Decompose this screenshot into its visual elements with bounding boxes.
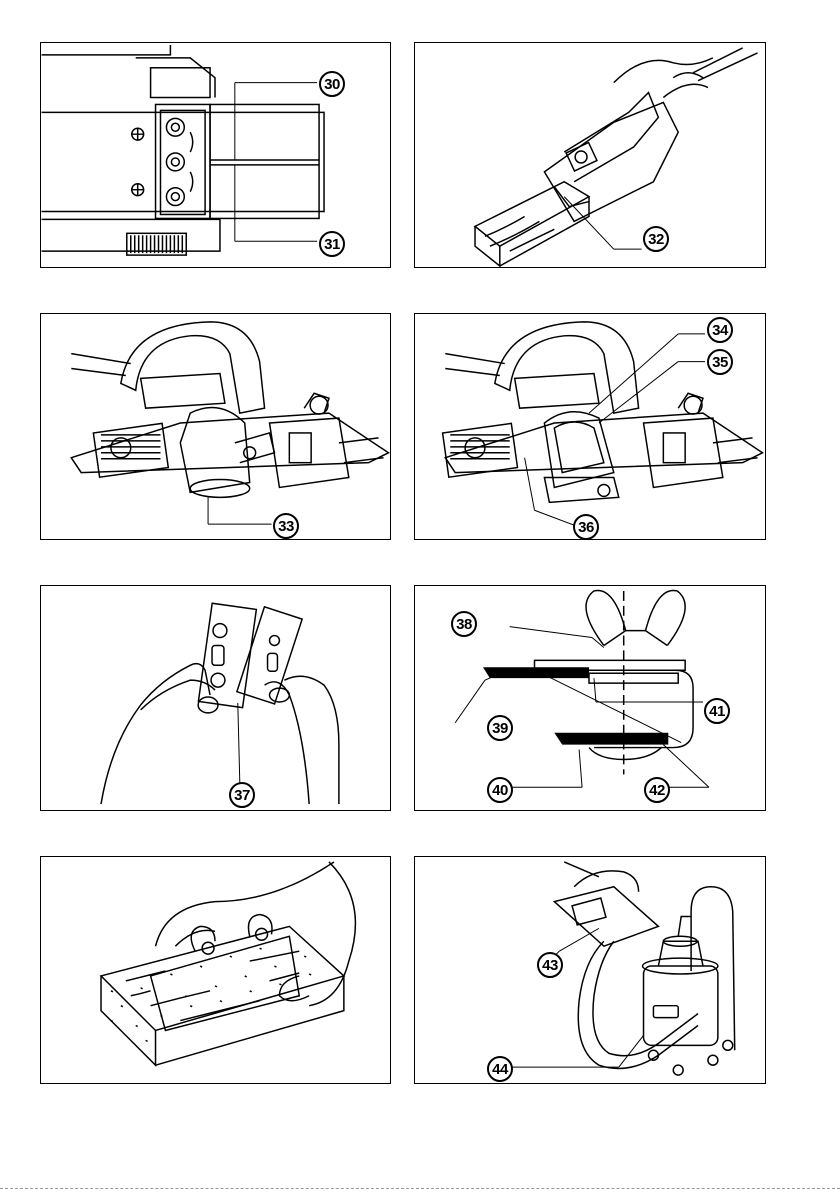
- figure-panel-37: 37: [40, 585, 391, 811]
- figure-panel-30-31: 30 31: [40, 42, 391, 268]
- callout-41: 41: [704, 698, 730, 724]
- planer-connected-to-vacuum-illustration: [415, 857, 765, 1083]
- callout-33: 33: [273, 513, 299, 539]
- callout-39: 39: [487, 715, 513, 741]
- callout-32: 32: [643, 226, 669, 252]
- callout-35: 35: [707, 349, 733, 375]
- callout-30: 30: [319, 71, 345, 97]
- planer-with-dust-nozzle-illustration: [41, 314, 390, 539]
- callout-31: 31: [319, 231, 345, 257]
- callout-44: 44: [487, 1056, 513, 1082]
- callout-40: 40: [487, 777, 513, 803]
- callout-42: 42: [644, 777, 670, 803]
- hands-holding-blades-illustration: [41, 586, 390, 810]
- blade-sharpening-on-whetstone-illustration: [41, 857, 390, 1083]
- callout-37: 37: [229, 782, 255, 808]
- callout-38: 38: [451, 611, 477, 637]
- figure-panel-43-44: 43 44: [414, 856, 766, 1084]
- figure-panel-34-36: 34 35 36: [414, 313, 766, 540]
- figure-panel-33: 33: [40, 313, 391, 540]
- figure-panel-sharpening: [40, 856, 391, 1084]
- callout-34: 34: [707, 317, 733, 343]
- planer-chip-deflector-illustration: [415, 314, 765, 539]
- callout-43: 43: [537, 952, 563, 978]
- page-bottom-rule: [0, 1188, 840, 1189]
- callout-36: 36: [573, 514, 599, 540]
- planer-on-workpiece-illustration: [415, 43, 765, 267]
- figure-panel-38-42: 38 39 40 41 42: [414, 585, 766, 811]
- figure-panel-32: 32: [414, 42, 766, 268]
